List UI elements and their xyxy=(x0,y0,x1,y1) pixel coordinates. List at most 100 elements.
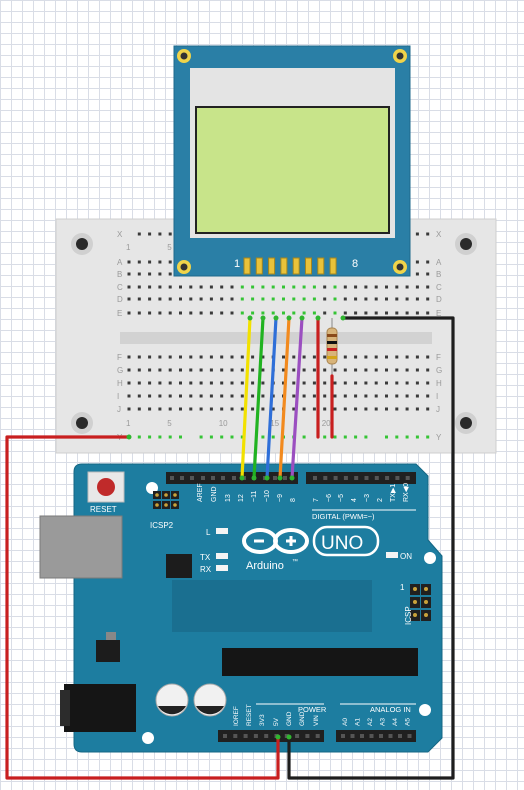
header-socket xyxy=(379,734,383,738)
breadboard-hole xyxy=(312,355,316,359)
breadboard-mount-hole xyxy=(455,233,477,255)
header-socket xyxy=(201,476,205,480)
breadboard-hole xyxy=(292,285,296,289)
breadboard-hole xyxy=(261,394,265,398)
power-pin-label: GND xyxy=(299,711,306,726)
breadboard-hole xyxy=(333,297,337,301)
analog-pin-label: A3 xyxy=(380,718,387,726)
power-jack xyxy=(64,684,136,732)
breadboard-hole xyxy=(137,381,141,385)
icsp-header xyxy=(410,584,431,621)
breadboard-hole xyxy=(209,394,213,398)
breadboard-hole xyxy=(148,260,152,264)
wire-end xyxy=(315,315,321,321)
analog-label: ANALOG IN xyxy=(370,705,411,714)
header-socket xyxy=(369,734,374,738)
breadboard-hole xyxy=(179,311,182,315)
breadboard-column-number: 10 xyxy=(219,419,228,428)
digital-header-right xyxy=(306,472,416,484)
breadboard-hole xyxy=(354,285,358,289)
breadboard-hole xyxy=(395,355,399,359)
breadboard-hole xyxy=(220,407,224,411)
breadboard-hole xyxy=(374,311,378,315)
breadboard-row-label: I xyxy=(436,392,438,401)
header-socket xyxy=(180,476,184,480)
breadboard-hole xyxy=(364,368,368,372)
breadboard-hole xyxy=(179,407,182,411)
breadboard-hole xyxy=(395,407,399,411)
breadboard-hole xyxy=(426,368,430,372)
breadboard-hole xyxy=(292,407,296,411)
breadboard-hole xyxy=(333,311,337,315)
breadboard-hole xyxy=(282,355,285,359)
breadboard-hole xyxy=(220,355,224,359)
header-socket xyxy=(264,734,269,738)
breadboard-hole xyxy=(189,381,193,385)
lcd-mount-hole xyxy=(393,49,407,63)
header-socket xyxy=(333,476,338,480)
wire-end xyxy=(260,315,266,321)
breadboard-hole xyxy=(415,260,419,264)
breadboard-rail-hole xyxy=(148,232,152,236)
lcd-screen xyxy=(195,106,390,234)
breadboard-hole xyxy=(240,285,244,289)
breadboard-hole xyxy=(127,311,131,315)
breadboard-hole xyxy=(374,368,378,372)
breadboard-hole xyxy=(364,355,368,359)
icsp2-header xyxy=(153,491,179,509)
breadboard-hole xyxy=(302,394,306,398)
breadboard-rail-hole xyxy=(405,435,409,439)
icsp2-pin-contact xyxy=(173,493,177,497)
header-socket xyxy=(388,734,393,738)
breadboard-hole xyxy=(189,311,193,315)
wire-end xyxy=(299,315,305,321)
breadboard-column-number: 1 xyxy=(126,419,131,428)
breadboard-hole xyxy=(168,297,172,301)
breadboard-hole xyxy=(179,381,182,385)
icsp2-pin-contact xyxy=(173,503,177,507)
breadboard-hole xyxy=(179,297,182,301)
breadboard-hole xyxy=(415,368,419,372)
breadboard-hole xyxy=(261,285,265,289)
digital-pin-label: ~5 xyxy=(338,494,345,502)
wire-end xyxy=(264,475,270,481)
breadboard-hole xyxy=(251,285,255,289)
breadboard-row-label: G xyxy=(117,366,123,375)
breadboard-hole xyxy=(220,297,224,301)
icsp-pin-contact xyxy=(413,600,417,604)
breadboard-hole xyxy=(209,297,213,301)
breadboard-rail-hole xyxy=(158,232,162,236)
lcd-mount-hole xyxy=(177,260,191,274)
header-socket xyxy=(305,734,310,738)
wire-pin8-purple xyxy=(290,316,304,480)
breadboard-mount-hole xyxy=(71,412,93,434)
wire-end xyxy=(273,315,279,321)
breadboard-column-number: 20 xyxy=(322,419,331,428)
breadboard-hole xyxy=(209,355,213,359)
digital-pin-label: 8 xyxy=(290,498,297,502)
power-pin-label: 3V3 xyxy=(259,714,266,726)
reset-button-cap[interactable] xyxy=(97,478,115,496)
analog-pin-label: A4 xyxy=(392,718,399,726)
breadboard-hole xyxy=(137,394,141,398)
breadboard-hole xyxy=(333,407,337,411)
uno-badge xyxy=(312,525,380,557)
breadboard-hole xyxy=(323,285,327,289)
breadboard-rail-hole xyxy=(302,435,306,439)
breadboard-row-label: A xyxy=(117,258,123,267)
power-jack-front xyxy=(60,690,70,726)
breadboard-hole xyxy=(282,368,285,372)
power-label: POWER xyxy=(298,705,327,714)
breadboard-row-label: B xyxy=(117,270,122,279)
header-socket xyxy=(343,476,348,480)
digital-label: DIGITAL (PWM=~) xyxy=(312,512,375,521)
breadboard-hole xyxy=(251,381,255,385)
breadboard-hole xyxy=(137,297,141,301)
header-socket xyxy=(405,476,410,480)
breadboard-hole xyxy=(199,297,203,301)
breadboard-hole xyxy=(189,394,193,398)
breadboard-hole xyxy=(302,381,306,385)
wire-end xyxy=(275,734,281,740)
breadboard-hole xyxy=(148,394,152,398)
